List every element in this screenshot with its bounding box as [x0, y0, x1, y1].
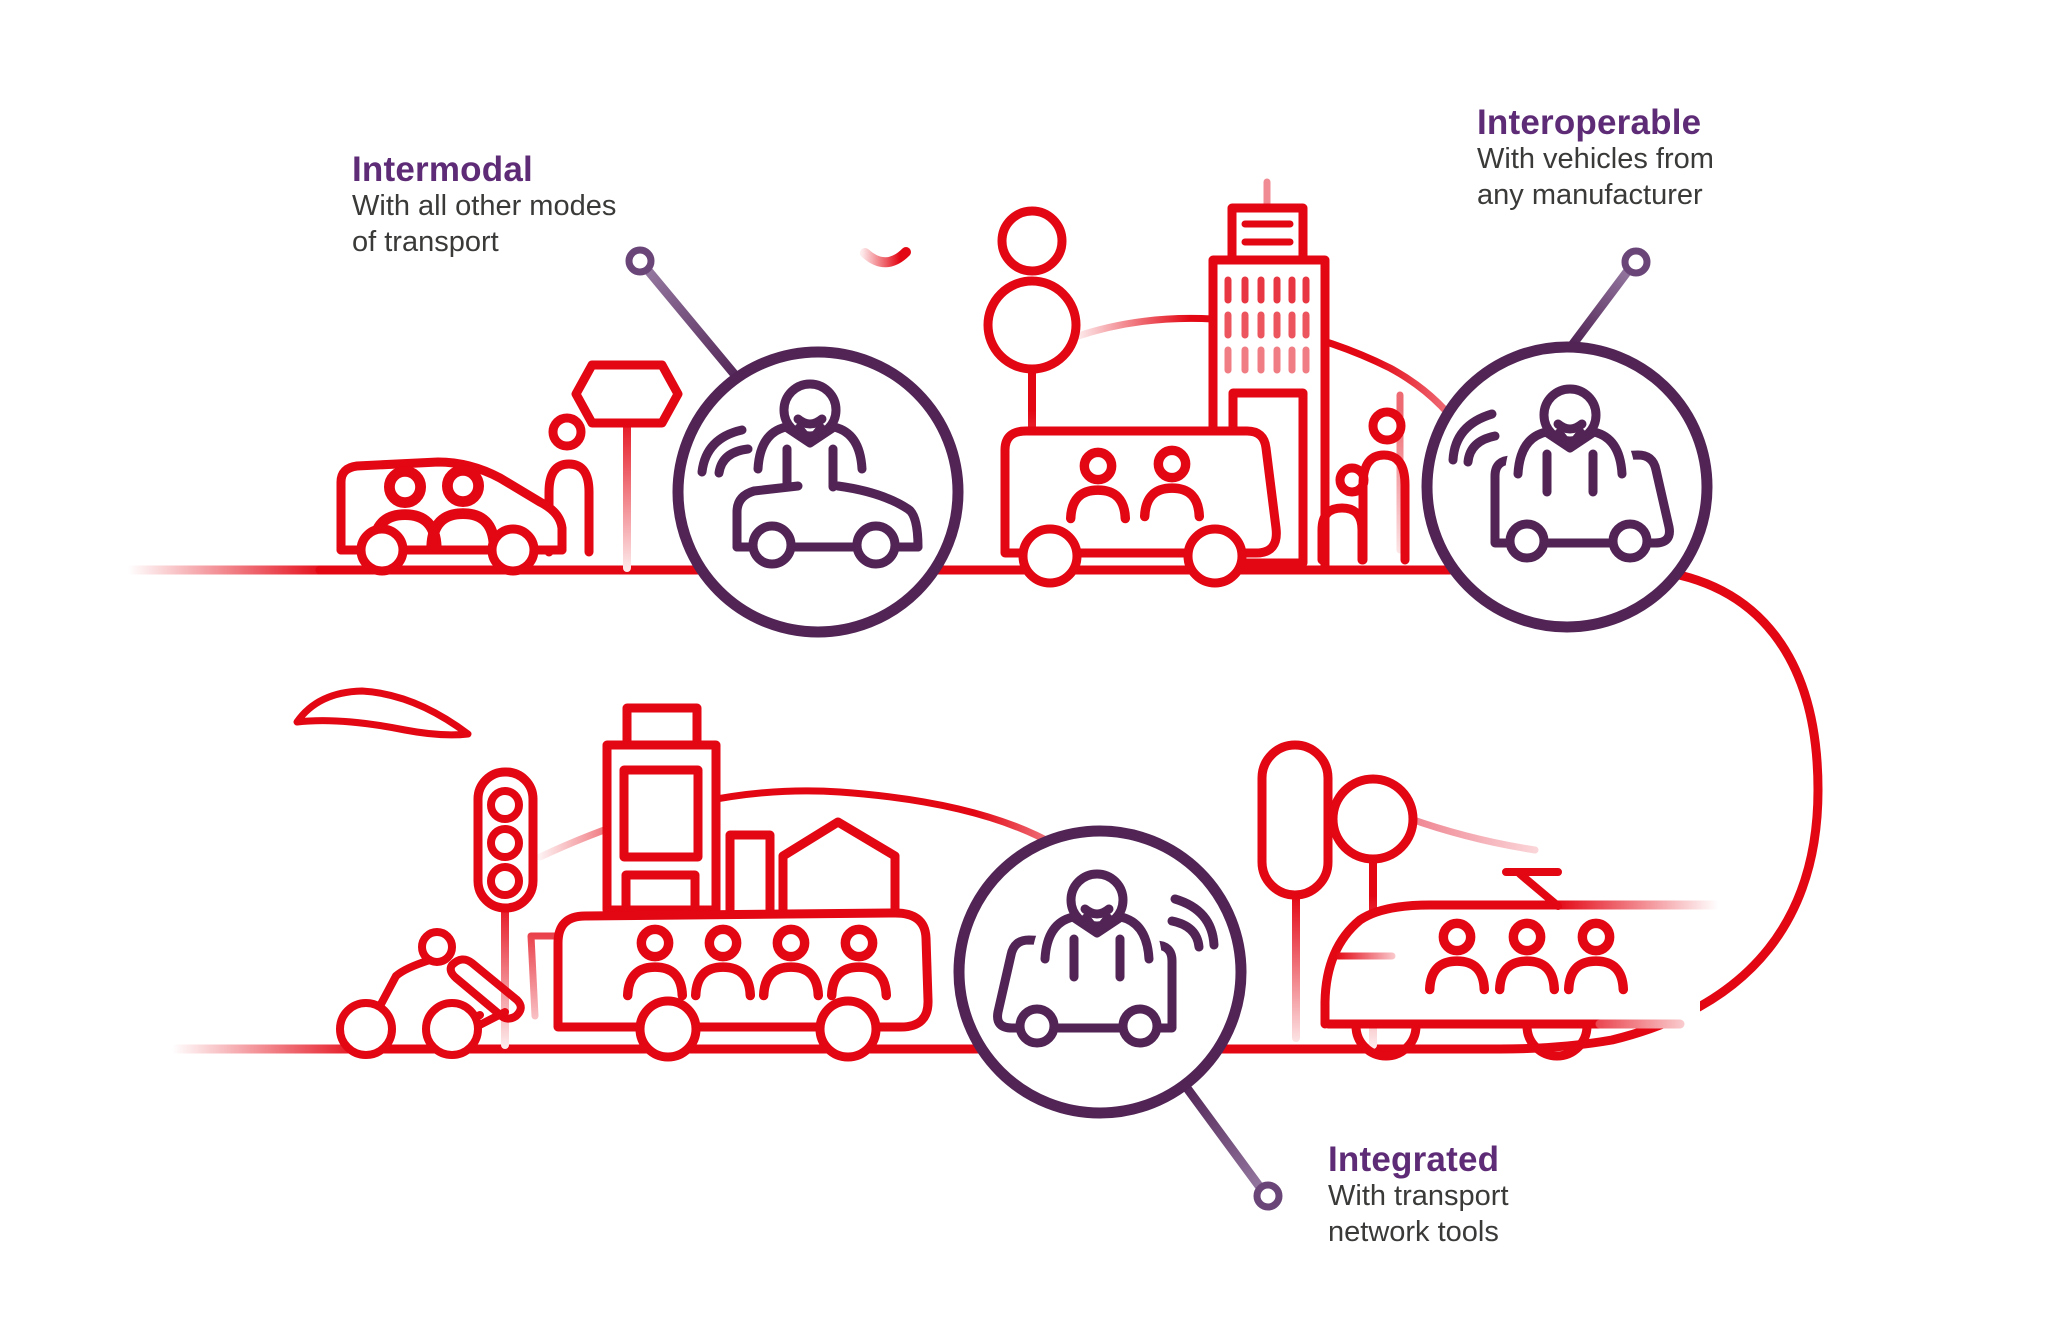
- autonomous-car-icon: [697, 384, 923, 569]
- bus-with-passengers-icon: [1000, 426, 1281, 588]
- bus-mirror: [527, 932, 564, 1020]
- callout-title: Intermodal: [352, 150, 533, 189]
- pedestrian-icon: [544, 413, 594, 557]
- pill-tree: [1257, 740, 1333, 900]
- callout-line-interoperable: [1568, 263, 1635, 349]
- skyscraper-windows: [1224, 276, 1310, 374]
- autonomous-shuttle-badge: [953, 825, 1283, 1211]
- bus-wheel: [635, 996, 701, 1062]
- callout-text: With vehicles from: [1477, 143, 1714, 176]
- bird-icon: [293, 687, 472, 739]
- round-tree: [1328, 774, 1418, 864]
- callout-text: of transport: [352, 226, 499, 259]
- tree-icons: [1257, 740, 1418, 1049]
- house: [778, 817, 900, 915]
- adult-and-child-icon: [1317, 407, 1410, 565]
- autonomous-car-badge: [625, 246, 964, 638]
- bike-wheel: [336, 999, 396, 1059]
- callout-label-interoperable: Interoperable With vehicles from any man…: [1477, 103, 1714, 214]
- wifi-icon: [714, 444, 753, 478]
- tram-with-passengers-icon: [1320, 868, 1720, 1061]
- car-wheel: [356, 524, 408, 576]
- chimney-building: [725, 830, 775, 915]
- callout-line-integrated: [1179, 1079, 1267, 1195]
- skyscraper-icon: [1208, 178, 1404, 575]
- skyline-hill-bottom-right: [1404, 814, 1539, 854]
- tram-wheel: [1351, 1021, 1421, 1061]
- callout-text: network tools: [1328, 1216, 1499, 1249]
- callout-dot-integrated: [1253, 1181, 1283, 1211]
- bus-wheel: [1183, 524, 1247, 588]
- car-with-passengers-icon: [336, 457, 567, 576]
- pantograph: [1502, 868, 1562, 910]
- wifi-icon: [697, 425, 747, 477]
- callout-text: With all other modes: [352, 190, 617, 223]
- bus-with-passengers-icon: [527, 908, 933, 1062]
- callout-label-integrated: Integrated With transport network tools: [1328, 1140, 1509, 1251]
- car-wheel: [487, 524, 539, 576]
- callout-text: any manufacturer: [1477, 179, 1703, 212]
- callout-dot-interoperable: [1621, 247, 1651, 277]
- bike-wheel: [422, 999, 482, 1059]
- bus-wheel: [1018, 524, 1082, 588]
- stop-sign-icon: [571, 360, 683, 572]
- callout-title: Interoperable: [1477, 103, 1702, 142]
- bird-icon: [860, 247, 911, 268]
- callout-text: With transport: [1328, 1180, 1509, 1213]
- callout-title: Integrated: [1328, 1140, 1500, 1179]
- tram-wheel: [1522, 1021, 1592, 1061]
- bus-wheel: [815, 996, 881, 1062]
- callout-dot-intermodal: [625, 246, 655, 276]
- callout-line-intermodal: [641, 263, 745, 386]
- callout-label-intermodal: Intermodal With all other modes of trans…: [352, 150, 616, 261]
- city-buildings-icon: [602, 703, 900, 915]
- autonomous-shuttle-badge: [1421, 247, 1713, 633]
- cyclist-icon: [336, 928, 525, 1059]
